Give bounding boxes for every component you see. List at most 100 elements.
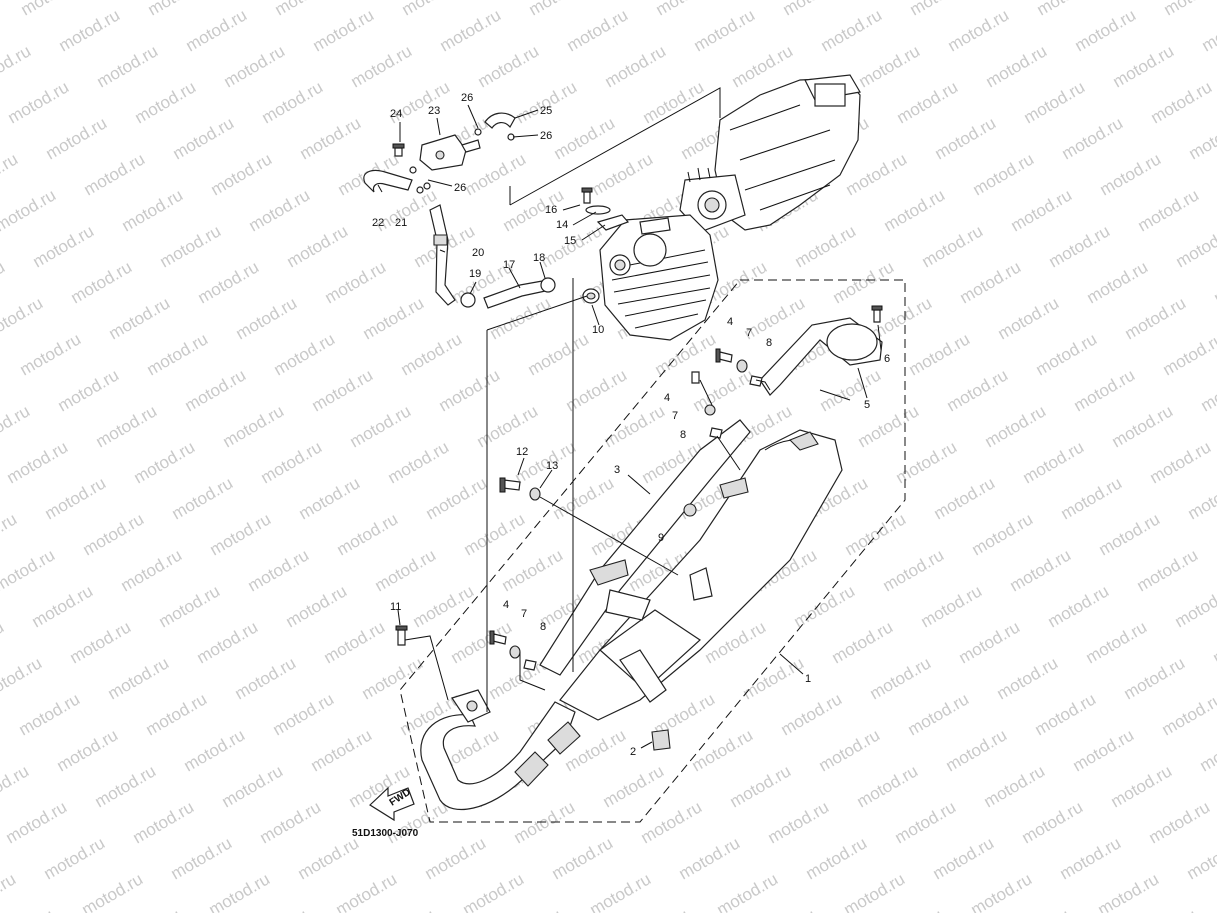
watermark-text: motod.ru [981,761,1049,811]
watermark-text: motod.ru [1019,797,1087,847]
watermark-text: motod.ru [589,149,657,199]
watermark-text: motod.ru [56,5,124,55]
watermark-text: motod.ru [550,473,618,523]
watermark-text: motod.ru [462,149,530,199]
watermark-text: motod.ru [16,689,84,739]
watermark-text: motod.ru [930,833,998,883]
watermark-text: motod.ru [295,833,363,883]
watermark-text: motod.ru [1146,797,1214,847]
watermark-text: motod.ru [232,653,300,703]
watermark-text: motod.ru [1134,545,1202,595]
watermark-text: motod.ru [219,761,287,811]
watermark-text: motod.ru [347,401,415,451]
watermark-text: motod.ru [600,761,668,811]
watermark-text: motod.ru [130,797,198,847]
watermark-text: motod.ru [310,5,378,55]
watermark-text: motod.ru [233,293,301,343]
watermark-text: motod.ru [0,905,57,913]
watermark-text: motod.ru [919,221,987,271]
watermark-text: motod.ru [29,581,97,631]
fwd-arrow-icon [369,786,415,822]
label-part-15: 15 [564,235,576,247]
watermark-text: motod.ru [195,257,263,307]
watermark-text: motod.ru [625,905,693,913]
watermark-text: motod.ru [1210,617,1217,667]
watermark-text: motod.ru [880,545,948,595]
watermark-text: motod.ru [638,797,706,847]
watermark-text: motod.ru [918,581,986,631]
label-part-17: 17 [503,259,515,271]
watermark-text: motod.ru [905,689,973,739]
watermark-text: motod.ru [892,797,960,847]
watermark-text: motod.ru [856,41,924,91]
watermark-text: motod.ru [17,329,85,379]
watermark-text: motod.ru [1084,257,1152,307]
watermark-text: motod.ru [1110,41,1178,91]
label-part-18: 18 [533,252,545,264]
watermark-text: motod.ru [30,221,98,271]
watermark-text: motod.ru [1160,329,1217,379]
watermark-text: motod.ru [1148,77,1216,127]
watermark-text: motod.ru [183,5,251,55]
watermark-text: motod.ru [994,653,1062,703]
label-part-9: 9 [658,532,664,544]
watermark-text: motod.ru [729,41,797,91]
watermark-text: motod.ru [843,149,911,199]
watermark-text: motod.ru [817,365,885,415]
watermark-text: motod.ru [80,509,148,559]
watermark-text: motod.ru [182,365,250,415]
watermark-text: motod.ru [881,185,949,235]
watermark-text: motod.ru [1108,761,1176,811]
watermark-text: motod.ru [970,149,1038,199]
watermark-text: motod.ru [385,437,453,487]
exhaust-pipe-muffler [369,305,883,822]
watermark-text: motod.ru [436,365,504,415]
watermark-text: motod.ru [18,0,86,19]
watermark-text: motod.ru [1095,869,1163,913]
watermark-text: motod.ru [271,329,339,379]
watermark-text: motod.ru [461,509,529,559]
watermark-text: motod.ru [297,113,365,163]
watermark-text: motod.ru [360,293,428,343]
watermark-text: motod.ru [752,905,820,913]
watermark-text: motod.ru [526,0,594,19]
watermark-text: motod.ru [803,833,871,883]
watermark-text: motod.ru [1046,221,1114,271]
watermark-text: motod.ru [1097,149,1165,199]
watermark-text: motod.ru [41,833,109,883]
watermark-text: motod.ru [207,509,275,559]
watermark-text: motod.ru [132,77,200,127]
watermark-text: motod.ru [0,41,34,91]
watermark-text: motod.ru [932,113,1000,163]
watermark-text: motod.ru [1133,905,1201,913]
watermark-text: motod.ru [714,869,782,913]
watermark-text: motod.ru [156,581,224,631]
watermark-text: motod.ru [437,5,505,55]
watermark-text: motod.ru [564,5,632,55]
watermark-text: motod.ru [143,689,211,739]
watermark-text: motod.ru [0,761,32,811]
watermark-text: motod.ru [145,0,213,19]
watermark-text: motod.ru [221,41,289,91]
watermark-text: motod.ru [144,329,212,379]
watermark-text: motod.ru [602,41,670,91]
watermark-text: motod.ru [601,401,669,451]
watermark-text: motod.ru [220,401,288,451]
label-part-26a: 26 [461,92,473,104]
watermark-text: motod.ru [1096,509,1164,559]
watermark-text: motod.ru [499,545,567,595]
watermark-text: motod.ru [780,0,848,19]
label-part-16: 16 [545,204,557,216]
watermark-text: motod.ru [691,5,759,55]
watermark-text: motod.ru [1021,77,1089,127]
watermark-text: motod.ru [841,869,909,913]
label-part-19: 19 [469,268,481,280]
watermark-text: motod.ru [270,689,338,739]
label-part-7c: 7 [521,608,527,620]
watermark-text: motod.ru [690,365,758,415]
label-part-1: 1 [805,673,811,685]
watermark-text: motod.ru [475,41,543,91]
watermark-text: motod.ru [551,113,619,163]
watermark-text: motod.ru [1184,833,1217,883]
